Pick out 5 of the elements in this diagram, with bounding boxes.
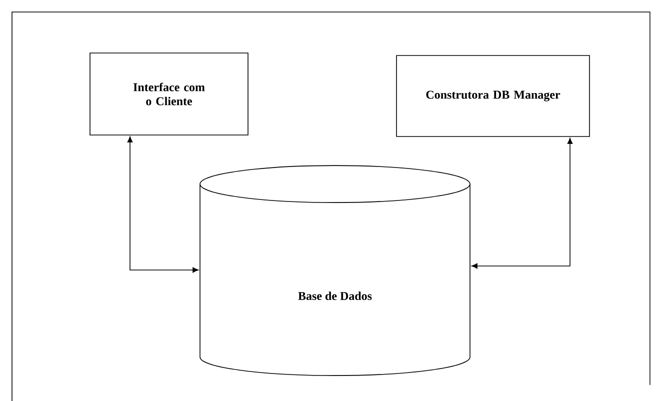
process-box: Construtora DB Manager xyxy=(396,55,590,137)
arrow xyxy=(471,138,573,269)
arrow xyxy=(127,136,199,273)
process-box: Interface com o Cliente xyxy=(90,52,248,136)
database-cylinder: Base de Dados xyxy=(200,165,470,376)
